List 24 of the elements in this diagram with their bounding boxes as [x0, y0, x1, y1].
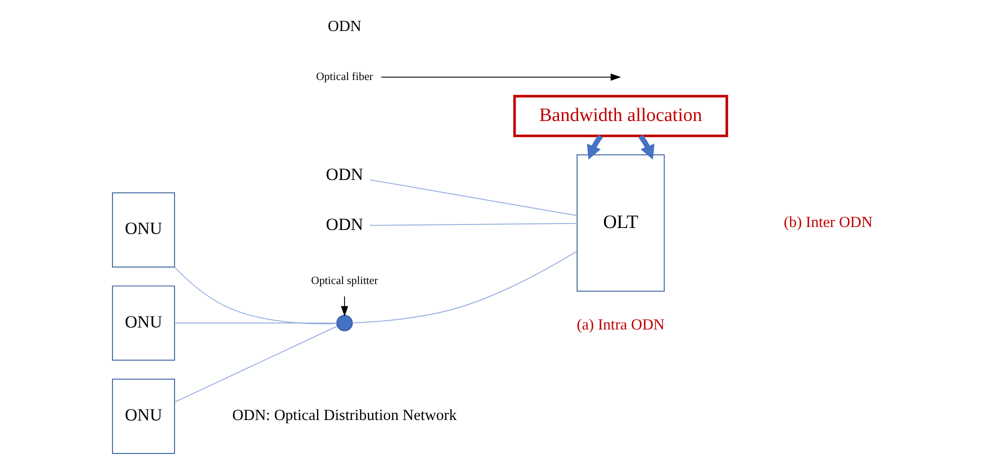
- label: (a) Intra ODN: [576, 316, 665, 334]
- arrow: [340, 296, 348, 316]
- connector: [174, 326, 338, 403]
- connector: [370, 222, 578, 226]
- arrow: [586, 134, 603, 160]
- connector: [352, 250, 578, 324]
- node-box: ONU: [112, 378, 176, 454]
- arrow: [638, 134, 654, 160]
- arrow: [380, 74, 621, 81]
- node-box: Bandwidth allocation: [513, 94, 728, 138]
- node-box: ONU: [112, 286, 176, 361]
- node-text: ODN: [326, 214, 364, 234]
- node-box: ONU: [112, 192, 176, 268]
- node-text: Optical splitter: [311, 274, 378, 287]
- connector: [174, 322, 338, 324]
- node-circle: [336, 314, 353, 332]
- label: ODN: [328, 18, 362, 35]
- node-text: Optical fiber: [316, 71, 374, 84]
- node-box: OLT: [576, 154, 665, 292]
- connector: [370, 179, 578, 216]
- label: (b) Inter ODN: [784, 214, 873, 231]
- connector: [174, 266, 337, 324]
- label: ODN: Optical Distribution Network: [232, 407, 457, 424]
- node-text: ODN: [326, 164, 364, 184]
